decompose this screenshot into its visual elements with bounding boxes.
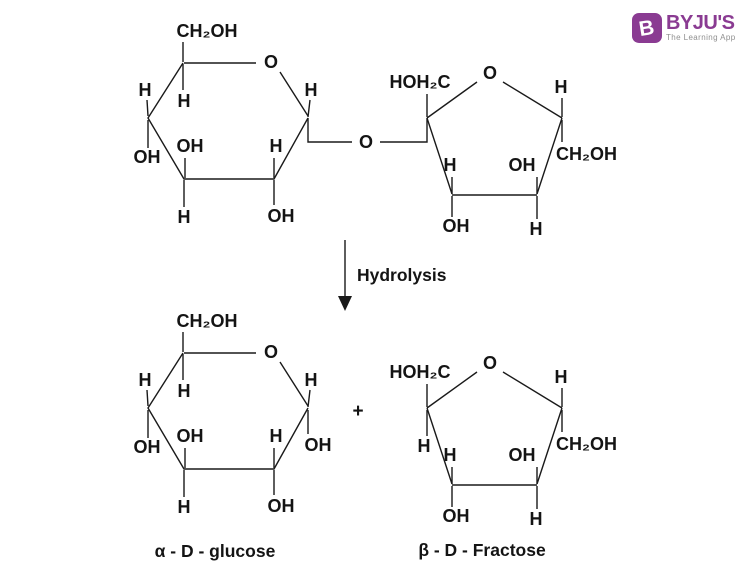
atom-label-oh: OH bbox=[177, 426, 204, 446]
atom-label-oh: OH bbox=[177, 136, 204, 156]
atom-label-h: H bbox=[530, 219, 543, 239]
atom-label-h: H bbox=[444, 155, 457, 175]
atom-label-h: H bbox=[178, 91, 191, 111]
product-fructose-unit: HOH₂C O H CH₂OH H OH OH H H bbox=[390, 353, 618, 529]
atom-label-oh: OH bbox=[268, 206, 295, 226]
hydrolysis-label: Hydrolysis bbox=[357, 265, 447, 285]
byjus-logo-badge: B bbox=[632, 13, 662, 43]
sucrose-glucose-unit: CH₂OH O H H OH OH H H H OH bbox=[134, 21, 318, 227]
atom-label-h: H bbox=[555, 367, 568, 387]
glycosidic-bond-lines bbox=[307, 118, 428, 143]
atom-label-ch2oh: CH₂OH bbox=[177, 21, 238, 41]
atom-label-hoh2c: HOH₂C bbox=[390, 362, 451, 382]
atom-label-oh: OH bbox=[305, 435, 332, 455]
atom-label-h: H bbox=[270, 426, 283, 446]
ring-bond-lines bbox=[426, 81, 563, 196]
atom-label-h: H bbox=[418, 436, 431, 456]
atom-label-oh: OH bbox=[509, 155, 536, 175]
atom-label-oh: OH bbox=[443, 216, 470, 236]
ring-bond-lines bbox=[147, 62, 309, 180]
glucose-caption: α - D - glucose bbox=[155, 541, 276, 561]
atom-label-h: H bbox=[555, 77, 568, 97]
atom-label-h: H bbox=[178, 497, 191, 517]
substituent-bond-lines bbox=[426, 94, 563, 219]
atom-label-h: H bbox=[139, 80, 152, 100]
byjus-tagline: The Learning App bbox=[666, 33, 736, 42]
sucrose-fructose-unit: HOH₂C O H CH₂OH H OH OH H bbox=[390, 63, 618, 239]
ring-oxygen-label: O bbox=[483, 353, 497, 373]
glycosidic-oxygen-label: O bbox=[359, 132, 373, 152]
substituent-bond-lines bbox=[426, 384, 563, 509]
atom-label-ch2oh: CH₂OH bbox=[556, 434, 617, 454]
atom-label-oh: OH bbox=[268, 496, 295, 516]
atom-label-ch2oh: CH₂OH bbox=[556, 144, 617, 164]
atom-label-h: H bbox=[178, 381, 191, 401]
byjus-brand-name: BYJU'S bbox=[666, 12, 735, 34]
atom-label-oh: OH bbox=[443, 506, 470, 526]
product-glucose-unit: CH₂OH O H H OH OH H H H OH OH bbox=[134, 311, 332, 517]
atom-label-h: H bbox=[270, 136, 283, 156]
byjus-logo: B BYJU'S The Learning App bbox=[632, 13, 736, 43]
ring-oxygen-label: O bbox=[483, 63, 497, 83]
atom-label-h: H bbox=[444, 445, 457, 465]
atom-label-h: H bbox=[178, 207, 191, 227]
substituent-bond-lines bbox=[146, 332, 311, 497]
ring-oxygen-label: O bbox=[264, 52, 278, 72]
atom-label-oh: OH bbox=[509, 445, 536, 465]
fructose-caption: β - D - Fractose bbox=[418, 540, 546, 560]
atom-label-h: H bbox=[305, 80, 318, 100]
atom-label-h: H bbox=[139, 370, 152, 390]
glycosidic-linkage: O bbox=[307, 118, 428, 152]
atom-label-hoh2c: HOH₂C bbox=[390, 72, 451, 92]
atom-label-h: H bbox=[305, 370, 318, 390]
ring-bond-lines bbox=[426, 371, 563, 486]
atom-label-ch2oh: CH₂OH bbox=[177, 311, 238, 331]
substituent-bond-lines bbox=[146, 42, 311, 207]
hydrolysis-arrow: Hydrolysis bbox=[338, 240, 447, 311]
ring-oxygen-label: O bbox=[264, 342, 278, 362]
atom-label-oh: OH bbox=[134, 147, 161, 167]
plus-sign: + bbox=[352, 401, 363, 422]
ring-bond-lines bbox=[147, 352, 309, 470]
atom-label-oh: OH bbox=[134, 437, 161, 457]
arrow-head bbox=[338, 296, 352, 311]
byjus-b-icon: B bbox=[637, 15, 657, 41]
atom-label-h: H bbox=[530, 509, 543, 529]
byjus-logo-text: BYJU'S The Learning App bbox=[666, 13, 736, 42]
